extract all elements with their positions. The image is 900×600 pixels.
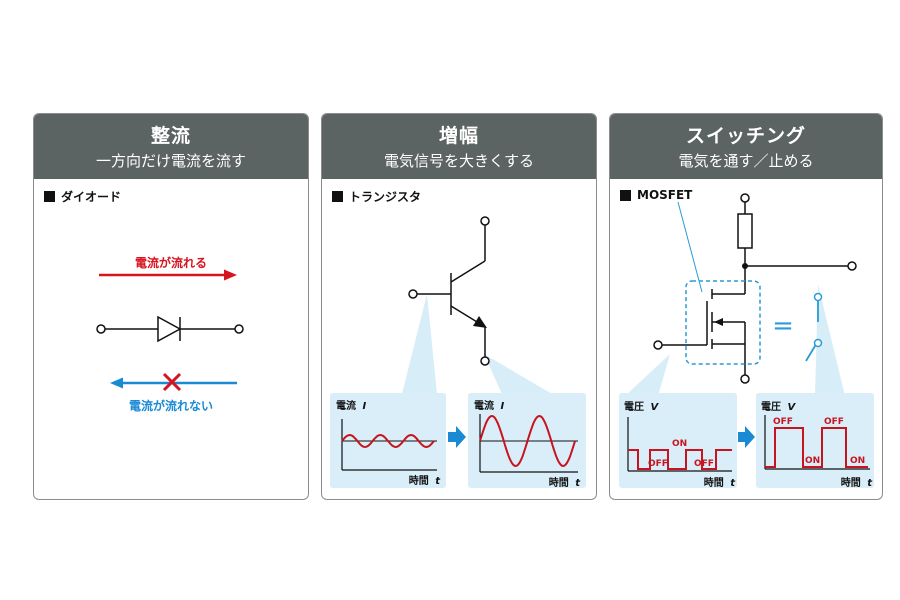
graph-xlabel: 時間	[549, 476, 569, 489]
terminal-gate	[653, 340, 663, 350]
reverse-current-label: 電流が流れない	[129, 398, 213, 413]
panel-title: 整流	[150, 125, 191, 147]
label-on: ON	[672, 439, 687, 449]
label-off: OFF	[824, 417, 844, 427]
svg-text:電流 I: 電流 I	[336, 399, 366, 412]
mosfet-diagram: = 電圧 V OFF ON OFF 時間 t	[619, 193, 874, 489]
graph-ylabel: 電圧	[624, 401, 644, 413]
right-arrow-icon	[738, 426, 755, 448]
terminal-collector	[480, 216, 490, 226]
graph-yvar: I	[500, 401, 504, 412]
graph-xvar: t	[867, 478, 873, 489]
panel-switching: スイッチング 電気を通す／止める MOSFET	[609, 113, 883, 500]
svg-text:電圧 V: 電圧 V	[624, 401, 659, 413]
equals-sign: =	[772, 311, 794, 341]
terminal-source	[740, 374, 750, 384]
panel-header: 増幅 電気信号を大きくする	[322, 114, 596, 179]
cross-icon	[162, 372, 182, 392]
graph-ylabel: 電流	[336, 399, 356, 412]
svg-text:時間 t: 時間 t	[841, 476, 873, 489]
graph-xvar: t	[575, 478, 581, 489]
section-label-text: トランジスタ	[349, 190, 422, 204]
square-bullet-icon	[44, 191, 55, 202]
panel-subtitle: 電気信号を大きくする	[383, 152, 534, 170]
label-off: OFF	[694, 459, 714, 469]
graph-yvar: I	[362, 401, 366, 412]
right-arrow-icon	[448, 426, 466, 448]
label-on: ON	[805, 456, 820, 466]
graph-ylabel: 電圧	[761, 401, 781, 413]
graph-small-current: 電流 I 時間 t	[330, 393, 446, 488]
forward-current-label: 電流が流れる	[135, 255, 207, 270]
emitter-arrow-head	[473, 316, 487, 328]
svg-text:電圧 V: 電圧 V	[761, 401, 796, 413]
mosfet-highlight-box	[685, 280, 761, 365]
svg-text:時間 t: 時間 t	[704, 476, 736, 489]
panel-subtitle: 電気を通す／止める	[678, 152, 814, 170]
terminal-right	[234, 324, 244, 334]
section-label: トランジスタ	[332, 188, 421, 205]
section-label-text: MOSFET	[637, 188, 693, 202]
square-bullet-icon	[332, 191, 343, 202]
switch-terminal-bottom	[813, 338, 823, 348]
section-label: ダイオード	[44, 188, 121, 205]
callout-cone-right	[815, 284, 845, 396]
panel-header: 整流 一方向だけ電流を流す	[34, 114, 308, 179]
panel-rectification: 整流 一方向だけ電流を流す ダイオード 電流が流れる 電流が流れない	[33, 113, 309, 500]
graph-yvar: V	[787, 402, 796, 413]
diode-diagram: 電流が流れる 電流が流れない	[96, 255, 244, 413]
switch-terminal-top	[813, 292, 823, 302]
svg-text:時間 t: 時間 t	[409, 474, 441, 487]
graph-xlabel: 時間	[841, 476, 861, 489]
graph-switching-high: 電圧 V OFF ON OFF ON 時間 t	[756, 393, 874, 489]
large-signal-wave	[479, 414, 576, 468]
terminal-left	[96, 324, 106, 334]
diode-symbol	[96, 315, 244, 343]
panel-subtitle: 一方向だけ電流を流す	[95, 152, 246, 170]
graph-switching-low: 電圧 V OFF ON OFF 時間 t	[619, 393, 737, 489]
label-off: OFF	[773, 417, 793, 427]
panel-header: スイッチング 電気を通す／止める	[610, 114, 882, 179]
graph-ylabel: 電流	[474, 399, 494, 412]
panel-amplification: 増幅 電気信号を大きくする トランジスタ 電流 I	[321, 113, 597, 500]
label-off: OFF	[648, 459, 668, 469]
graph-xlabel: 時間	[704, 476, 724, 489]
reverse-arrow-head	[110, 377, 123, 389]
svg-text:時間 t: 時間 t	[549, 476, 581, 489]
callout-line	[677, 201, 703, 293]
transistor-diagram: 電流 I 時間 t 電流 I 時間	[330, 216, 586, 489]
small-signal-wave	[341, 433, 435, 449]
mosfet-arrow-head	[714, 318, 723, 326]
callout-cone-right	[484, 354, 552, 394]
graph-yvar: V	[650, 402, 659, 413]
junction-dot	[742, 263, 748, 269]
graph-xvar: t	[730, 478, 736, 489]
large-switching-signal	[765, 427, 868, 468]
graph-large-current: 電流 I 時間 t	[468, 393, 586, 489]
callout-cone-left	[402, 294, 437, 394]
terminal-emitter	[480, 356, 490, 366]
small-switching-signal	[628, 449, 732, 470]
square-bullet-icon	[620, 189, 631, 201]
label-on: ON	[850, 456, 865, 466]
terminal-output	[847, 261, 857, 271]
svg-text:電流 I: 電流 I	[474, 399, 504, 412]
terminal-base	[408, 289, 418, 299]
panel-title: スイッチング	[685, 125, 806, 147]
section-label: MOSFET	[620, 188, 692, 202]
graph-xvar: t	[435, 476, 441, 487]
terminal-supply	[740, 193, 750, 203]
panel-title: 増幅	[438, 125, 479, 147]
forward-arrow-head	[224, 269, 237, 281]
graph-xlabel: 時間	[409, 474, 429, 487]
mosfet-circuit	[662, 202, 848, 376]
section-label-text: ダイオード	[61, 190, 122, 204]
callout-cone-left	[625, 354, 670, 396]
